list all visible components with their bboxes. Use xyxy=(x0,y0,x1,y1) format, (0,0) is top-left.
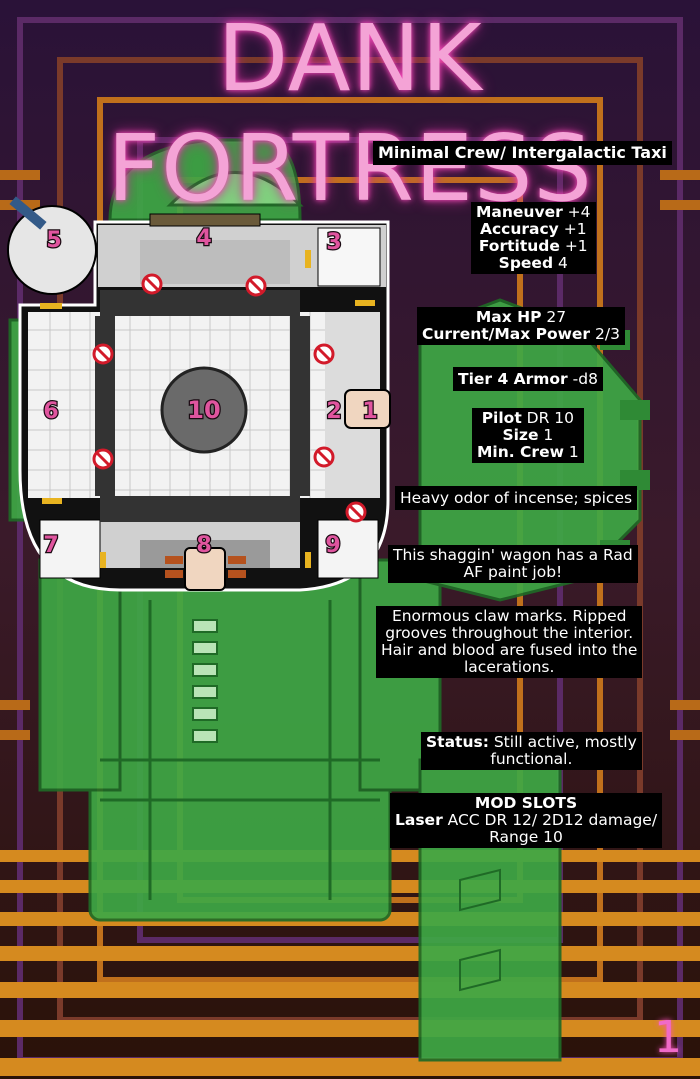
status-label: Status: xyxy=(426,733,489,751)
page-number: 1 xyxy=(654,1012,682,1063)
odor-text: Heavy odor of incense; spices xyxy=(400,489,633,507)
size-value: 1 xyxy=(543,426,554,444)
claw-line-2: grooves throughout the interior. xyxy=(385,624,634,642)
room-7-label: 7 xyxy=(43,533,58,558)
speed-label: Speed xyxy=(498,254,554,272)
room-2-label: 2 xyxy=(326,399,341,424)
power-value: 2/3 xyxy=(595,325,620,343)
status-box: Status: Still active, mostly functional. xyxy=(421,732,642,770)
claw-line-4: lacerations. xyxy=(464,658,555,676)
crew-value: 1 xyxy=(568,443,579,461)
maneuver-label: Maneuver xyxy=(476,203,563,221)
pilot-label: Pilot xyxy=(481,409,522,427)
page-title: DANK FORTRESS xyxy=(107,5,593,222)
maxhp-label: Max HP xyxy=(475,308,542,326)
room-10-label: 10 xyxy=(187,396,220,424)
laser-line-2: Range 10 xyxy=(489,828,563,846)
pilot-value: DR 10 xyxy=(526,409,575,427)
mod-slots-heading: MOD SLOTS xyxy=(474,794,578,812)
claw-box: Enormous claw marks. Ripped grooves thro… xyxy=(376,606,643,678)
stats-movement-box: Maneuver +4 Accuracy +1 Fortitude +1 Spe… xyxy=(471,202,596,274)
armor-label: Tier 4 Armor xyxy=(458,370,568,388)
laser-label: Laser xyxy=(395,811,443,829)
crew-label: Min. Crew xyxy=(477,443,564,461)
fortitude-value: +1 xyxy=(564,237,588,255)
room-3-label: 3 xyxy=(326,230,341,255)
maxhp-value: 27 xyxy=(546,308,567,326)
size-label: Size xyxy=(502,426,539,444)
paint-box: This shaggin' wagon has a Rad AF paint j… xyxy=(388,545,638,583)
accuracy-value: +1 xyxy=(563,220,587,238)
ship-type-box: Minimal Crew/ Intergalactic Taxi xyxy=(373,141,672,165)
room-9-label: 9 xyxy=(325,533,340,558)
speed-value: 4 xyxy=(557,254,568,272)
mod-slots-box: MOD SLOTS Laser ACC DR 12/ 2D12 damage/ … xyxy=(390,793,663,848)
claw-line-3: Hair and blood are fused into the xyxy=(381,641,638,659)
paint-line-1: This shaggin' wagon has a Rad xyxy=(393,546,633,564)
stats-pilot-box: Pilot DR 10 Size 1 Min. Crew 1 xyxy=(472,408,584,463)
fortitude-label: Fortitude xyxy=(478,237,560,255)
claw-line-1: Enormous claw marks. Ripped xyxy=(391,607,627,625)
room-6-label: 6 xyxy=(43,399,58,424)
room-4-label: 4 xyxy=(196,226,211,251)
odor-box: Heavy odor of incense; spices xyxy=(395,486,638,510)
armor-value: -d8 xyxy=(572,370,598,388)
status-line-1: Still active, mostly xyxy=(493,733,637,751)
power-label: Current/Max Power xyxy=(422,325,591,343)
accuracy-label: Accuracy xyxy=(479,220,559,238)
room-1-label: 1 xyxy=(362,399,377,424)
status-line-2: functional. xyxy=(490,750,573,768)
laser-line-1: ACC DR 12/ 2D12 damage/ xyxy=(447,811,658,829)
ship-type: Minimal Crew/ Intergalactic Taxi xyxy=(378,143,667,162)
paint-line-2: AF paint job! xyxy=(463,563,563,581)
room-5-label: 5 xyxy=(46,228,61,253)
room-8-label: 8 xyxy=(196,533,211,558)
maneuver-value: +4 xyxy=(567,203,591,221)
stats-hp-box: Max HP 27 Current/Max Power 2/3 xyxy=(417,307,625,345)
armor-box: Tier 4 Armor -d8 xyxy=(453,367,603,391)
